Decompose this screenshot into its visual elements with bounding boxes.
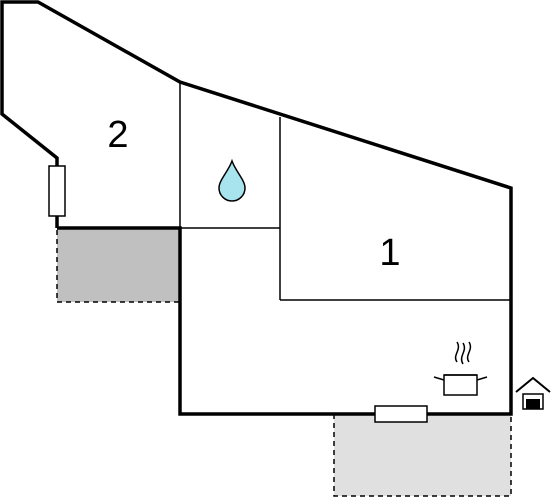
terrace-bottom — [333, 413, 512, 497]
room-number-1: 1 — [379, 232, 400, 274]
interior-walls — [179, 82, 511, 301]
exterior-wall — [0, 0, 513, 416]
house-entrance-icon — [515, 376, 551, 410]
window-bottom — [374, 405, 428, 423]
cooking-pot-icon — [433, 341, 488, 396]
room-number-2: 2 — [107, 114, 128, 156]
terrace-left — [56, 227, 181, 303]
water-drop-icon — [218, 158, 246, 202]
window-left — [48, 165, 66, 217]
